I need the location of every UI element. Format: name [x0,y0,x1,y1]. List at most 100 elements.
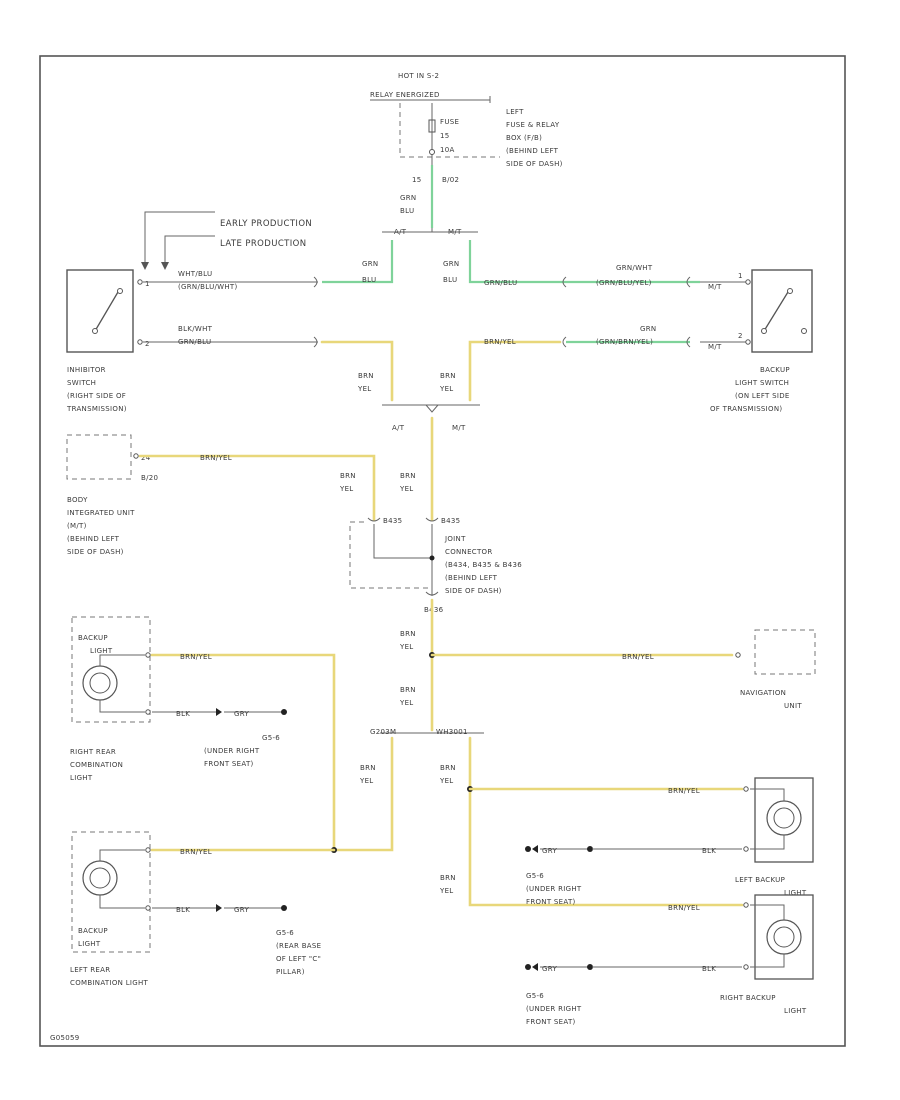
lb-blk: BLK [702,847,716,855]
body-yel: YEL [339,485,354,493]
svg-text:LIGHT: LIGHT [90,647,113,655]
switch-wire-2c: BRN/YEL [484,338,516,346]
backup-light-switch: 1 2 [738,269,813,353]
svg-text:B436: B436 [424,606,444,614]
g6-4-label-1: G5-6 [526,992,544,1000]
switch-wire-2b: (GRN/BRN/YEL) [596,338,653,346]
diagram-frame [39,55,846,1047]
wire-yel-ll: YEL [359,777,374,785]
rr-label-2: COMBINATION [70,761,123,769]
rb-wire: BRN/YEL [668,904,700,912]
inhibitor-wire-2b: GRN/BLU [178,338,211,346]
rb-label-1: RIGHT BACKUP [720,994,776,1002]
svg-text:10A: 10A [440,146,455,154]
svg-text:LIGHT: LIGHT [78,940,101,948]
right-rear-combination-light: BACKUP LIGHT [71,616,151,723]
switch-wire-1c: GRN/BLU [484,279,517,287]
switch-wire-2: GRN [640,325,656,333]
svg-text:24: 24 [141,454,151,462]
svg-text:BOX (F/B): BOX (F/B) [506,134,542,142]
wire-yel-mid: YEL [399,485,414,493]
body-integrated-unit: 24 B/20 [66,434,158,482]
svg-text:SIDE OF DASH): SIDE OF DASH) [445,587,502,595]
rr-gnd: GRY [234,710,249,718]
switch-wire-1b: (GRN/BLU/YEL) [596,279,652,287]
switch-label-4: OF TRANSMISSION) [710,405,782,413]
wire-brn-mid: BRN [400,472,416,480]
wire-yel-rb2: YEL [439,887,454,895]
svg-text:(BEHIND LEFT: (BEHIND LEFT [445,574,498,582]
wire-yel-left: YEL [357,385,372,393]
relay-label: RELAY ENERGIZED [370,91,440,99]
rb-label-2: LIGHT [784,1007,807,1015]
lb-wire: BRN/YEL [668,787,700,795]
rr-blk: BLK [176,710,190,718]
body-brn: BRN [340,472,356,480]
inhibitor-grn-1: GRN [362,260,378,268]
g6-3-label-1: G5-6 [526,872,544,880]
body-label-5: SIDE OF DASH) [67,548,124,556]
wire-yel-rb1: YEL [439,777,454,785]
g6-1-label-1: G5-6 [262,734,280,742]
switch-wire-1: GRN/WHT [616,264,653,272]
g6-2-label-4: PILLAR) [276,968,305,976]
lr-label-1: LEFT REAR [70,966,110,974]
switch-label-2: LIGHT SWITCH [735,379,789,387]
svg-text:FUSE & RELAY: FUSE & RELAY [506,121,560,129]
hot-label: HOT IN S-2 [398,72,439,80]
wire-brn-rb1: BRN [440,764,456,772]
g6-4-label-2: (UNDER RIGHT [526,1005,582,1013]
body-label-3: (M/T) [67,522,87,530]
inhibitor-label-1: INHIBITOR [67,366,106,374]
g6-4-label-3: FRONT SEAT) [526,1018,576,1026]
wire-top-color-2: BLU [400,207,414,215]
svg-text:15: 15 [412,176,422,184]
inhibitor-label-4: TRANSMISSION) [66,405,127,413]
inhibitor-wire-1: WHT/BLU [178,270,212,278]
g6-2-label-1: G5-6 [276,929,294,937]
inhibitor-grn-2: BLU [362,276,376,284]
svg-text:EARLY PRODUCTION: EARLY PRODUCTION [220,219,312,229]
svg-text:1: 1 [738,272,743,280]
g6-2-label-2: (REAR BASE [276,942,321,950]
inhibitor-wire-1b: (GRN/BLU/WHT) [178,283,238,291]
right-backup-light [743,894,814,980]
inhibitor-label-2: SWITCH [67,379,96,387]
switch-label-3: (ON LEFT SIDE [735,392,790,400]
svg-text:SIDE OF DASH): SIDE OF DASH) [506,160,563,168]
switch-grn-2: BLU [443,276,457,284]
svg-text:B435: B435 [441,517,460,525]
lr-blk: BLK [176,906,190,914]
svg-text:FUSE: FUSE [440,118,459,126]
g6-2-label-3: OF LEFT "C" [276,955,321,963]
svg-text:2: 2 [145,340,150,348]
rr-label-3: LIGHT [70,774,93,782]
svg-text:LATE PRODUCTION: LATE PRODUCTION [220,239,307,249]
nav-wire: BRN/YEL [622,653,654,661]
g6-1-label-2: (UNDER RIGHT [204,747,260,755]
wire-yel-j2: YEL [399,699,414,707]
body-label-4: (BEHIND LEFT [67,535,120,543]
wire-brn-rb2: BRN [440,874,456,882]
svg-text:B435: B435 [383,517,402,525]
nav-label-1: NAVIGATION [740,689,786,697]
production-bracket: EARLY PRODUCTION LATE PRODUCTION [141,211,312,270]
inhibitor-label-3: (RIGHT SIDE OF [67,392,126,400]
svg-text:(B434, B435 & B436: (B434, B435 & B436 [445,561,522,569]
left-backup-light [743,777,814,863]
inhibitor-wire-2: BLK/WHT [178,325,213,333]
wire-brn-left: BRN [358,372,374,380]
wire-brn-ll: BRN [360,764,376,772]
switch-tag-2: M/T [708,343,722,351]
mid-at-label: A/T [392,424,405,432]
body-label-2: INTEGRATED UNIT [67,509,135,517]
body-wire: BRN/YEL [200,454,232,462]
wire-brn-j1: BRN [400,630,416,638]
wire-brn-j2: BRN [400,686,416,694]
left-rear-combination-light: BACKUP LIGHT [71,831,151,953]
lb-label-2: LIGHT [784,889,807,897]
switch-grn-1: GRN [443,260,459,268]
svg-text:JOINT: JOINT [444,535,466,543]
svg-text:B/20: B/20 [141,474,158,482]
top-mt-label: M/T [448,228,462,236]
